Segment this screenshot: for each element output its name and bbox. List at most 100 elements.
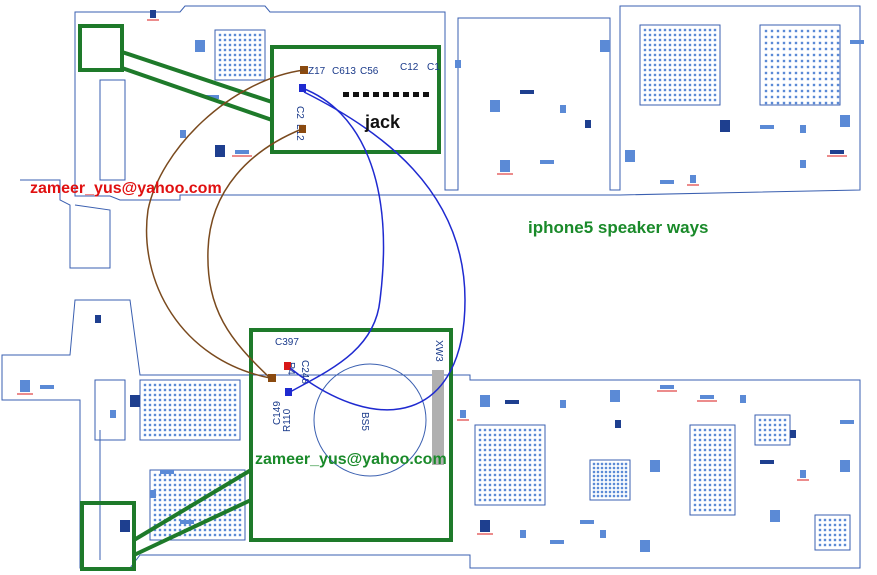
pad — [505, 400, 519, 404]
pad — [95, 315, 101, 323]
lower-left-highlight — [80, 501, 136, 571]
pad — [130, 395, 140, 407]
pad — [700, 395, 714, 399]
pad — [640, 540, 650, 552]
pad — [610, 390, 620, 402]
pad — [650, 460, 660, 472]
blue-wire-1 — [289, 87, 385, 393]
jack-label: jack — [364, 112, 401, 132]
pad — [615, 420, 621, 428]
svg-text:R110: R110 — [282, 408, 293, 432]
svg-text:C613: C613 — [332, 66, 356, 77]
wires — [145, 69, 466, 411]
jack-pin-row — [343, 92, 429, 97]
pad — [180, 130, 186, 138]
svg-text:C248: C248 — [299, 360, 310, 384]
speaker-pad-red — [284, 362, 291, 370]
pad — [560, 105, 566, 113]
pad — [760, 460, 774, 464]
chip-upper-right-2 — [759, 24, 841, 106]
chip-lower-mid — [474, 424, 546, 506]
jack-pad-brown — [299, 125, 306, 133]
pad — [520, 90, 534, 94]
svg-text:C12: C12 — [400, 62, 419, 73]
pad — [560, 400, 566, 408]
chip-grids — [139, 24, 851, 551]
pad — [790, 430, 796, 438]
pad — [760, 125, 774, 129]
pad — [20, 380, 30, 392]
svg-text:C397: C397 — [275, 337, 299, 348]
highlight-connectors — [121, 50, 273, 557]
chip-lower-mid-2 — [589, 459, 631, 501]
pad — [660, 180, 674, 184]
pad — [840, 460, 850, 472]
speaker-circle — [313, 363, 427, 477]
pad — [150, 490, 156, 498]
brown-wire-1 — [145, 69, 305, 379]
svg-text:C149: C149 — [272, 401, 283, 425]
pad — [800, 125, 806, 133]
pad — [585, 120, 591, 128]
pad — [180, 520, 194, 524]
blue-wire-2 — [289, 91, 466, 411]
pad — [205, 95, 219, 99]
pad — [40, 385, 54, 389]
pad — [580, 520, 594, 524]
watermark-lower: zameer_yus@yahoo.com — [255, 451, 447, 468]
chip-upper-left — [214, 29, 266, 81]
watermark-upper: zameer_yus@yahoo.com — [30, 180, 222, 197]
chip-lower-right-3 — [814, 514, 851, 551]
chip-lower-right-1 — [689, 424, 736, 516]
pad — [480, 395, 490, 407]
diagram-title: iphone5 speaker ways — [528, 218, 708, 237]
pad — [660, 385, 674, 389]
upper-left-highlight — [78, 24, 124, 72]
svg-text:BS5: BS5 — [359, 412, 370, 431]
lower-component-labels: C397 C248 R110 BS5 C149 XW3 R4 — [272, 337, 444, 432]
pad — [215, 145, 225, 157]
jack-highlight — [270, 45, 441, 154]
pad — [740, 395, 746, 403]
svg-text:C56: C56 — [360, 66, 379, 77]
speaker-pad-blue — [285, 388, 292, 396]
pad — [600, 40, 610, 52]
chip-lower-right-2 — [754, 414, 791, 446]
pad — [150, 10, 156, 18]
speaker-pad-brown — [268, 374, 276, 382]
pad — [120, 520, 130, 532]
pad — [800, 160, 806, 168]
pad — [770, 510, 780, 522]
pad — [460, 410, 466, 418]
pad — [550, 540, 564, 544]
lower-board — [1, 299, 861, 569]
pad — [520, 530, 526, 538]
pad — [490, 100, 500, 112]
chip-lower-left — [139, 379, 241, 441]
chip-upper-right-1 — [639, 24, 721, 106]
pad — [500, 160, 510, 172]
pad — [840, 115, 850, 127]
pad — [840, 420, 854, 424]
pad — [160, 470, 174, 474]
pad — [600, 530, 606, 538]
pad — [455, 60, 461, 68]
svg-text:Z17: Z17 — [308, 66, 326, 77]
highlight-boxes — [78, 24, 453, 571]
svg-text:C2: C2 — [294, 106, 305, 119]
board-pads — [17, 10, 864, 552]
svg-text:C1: C1 — [427, 62, 440, 73]
pad — [625, 150, 635, 162]
pad — [110, 410, 116, 418]
speaker-bar — [432, 370, 444, 465]
pad — [235, 150, 249, 154]
pad — [195, 40, 205, 52]
pad — [850, 40, 864, 44]
speaker-highlight — [249, 328, 453, 542]
pad — [800, 470, 806, 478]
pad — [690, 175, 696, 183]
brown-wire-2 — [207, 128, 303, 379]
pad — [720, 120, 730, 132]
